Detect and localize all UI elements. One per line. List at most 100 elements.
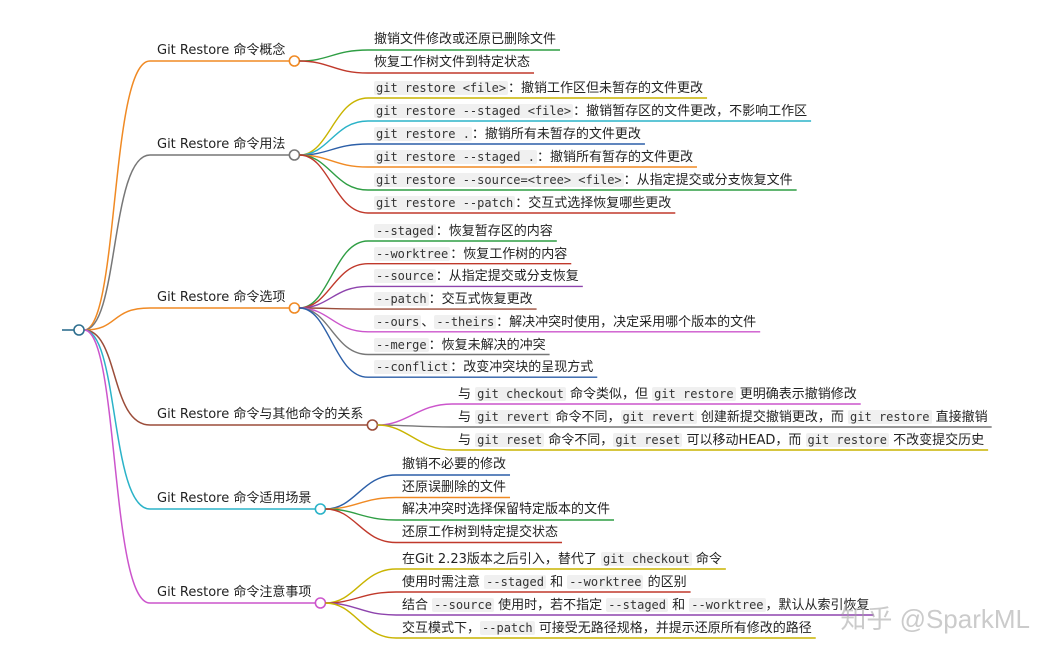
- inline-code: --source: [432, 598, 494, 612]
- leaf-item[interactable]: git restore --staged <file>：撤销暂存区的文件更改，不…: [374, 102, 807, 121]
- inline-code: git restore --patch: [374, 196, 516, 210]
- text-fragment: 恢复工作树文件到特定状态: [374, 55, 531, 70]
- text-fragment: ：恢复暂存区的内容: [435, 224, 553, 239]
- inline-code: git checkout: [475, 387, 566, 401]
- text-fragment: 的区别: [643, 575, 687, 590]
- text-fragment: 结合: [402, 598, 433, 613]
- text-fragment: ：改变冲突块的呈现方式: [450, 360, 594, 376]
- text-fragment: 直接撤销: [931, 410, 988, 425]
- leaf-item[interactable]: --conflict：改变冲突块的呈现方式: [374, 358, 593, 377]
- inline-code: --worktree: [374, 246, 451, 261]
- text-fragment: 解决冲突时选择保留特定版本的文件: [402, 502, 611, 517]
- inline-code: --theirs: [434, 314, 497, 329]
- text-fragment: 可以移动HEAD，而: [682, 433, 806, 448]
- inline-code: git restore .: [374, 127, 472, 141]
- text-fragment: ：交互式恢复更改: [428, 292, 533, 308]
- leaf-item[interactable]: --worktree：恢复工作树的内容: [374, 245, 567, 264]
- text-fragment: ：交互式选择恢复哪些更改: [515, 196, 672, 211]
- text-fragment: 交互模式下，: [402, 621, 481, 636]
- leaf-item[interactable]: 还原误删除的文件: [402, 479, 506, 497]
- text-fragment: 与: [458, 387, 476, 402]
- leaf-item[interactable]: 在Git 2.23版本之后引入，替代了 git checkout 命令: [402, 550, 722, 569]
- inline-code: --staged: [484, 575, 546, 589]
- leaf-item[interactable]: --merge：恢复未解决的冲突: [374, 336, 546, 355]
- leaf-item[interactable]: --staged：恢复暂存区的内容: [374, 222, 553, 241]
- branch-node-toggle[interactable]: [314, 597, 327, 609]
- text-fragment: 创建新提交撤销更改，而: [696, 410, 849, 425]
- text-fragment: 更明确表示撤销修改: [735, 387, 857, 402]
- inline-code: --staged: [374, 224, 436, 238]
- watermark: 知乎 @SparkML: [840, 604, 1030, 634]
- leaf-item[interactable]: 与 git checkout 命令类似，但 git restore 更明确表示撤…: [458, 385, 857, 404]
- leaf-item[interactable]: 使用时需注意 --staged 和 --worktree 的区别: [402, 573, 687, 592]
- leaf-item[interactable]: 还原工作树到特定提交状态: [402, 524, 558, 542]
- leaf-item[interactable]: 撤销不必要的修改: [402, 456, 506, 474]
- inline-code: git revert: [620, 410, 697, 424]
- text-fragment: 与: [458, 433, 476, 448]
- root-node-toggle[interactable]: [73, 324, 85, 336]
- inline-code: git restore: [805, 433, 889, 447]
- text-fragment: ：恢复未解决的冲突: [428, 337, 546, 353]
- leaf-item[interactable]: 恢复工作树文件到特定状态: [374, 54, 530, 72]
- text-fragment: 还原误删除的文件: [402, 479, 507, 495]
- text-fragment: 、: [421, 314, 435, 330]
- inline-code: git reset: [475, 433, 545, 447]
- branch-label[interactable]: Git Restore 命令注意事项: [157, 585, 312, 600]
- inline-code: git restore --source=<tree> <file>: [374, 173, 624, 187]
- branch-node-toggle[interactable]: [314, 503, 327, 515]
- text-fragment: ：撤销所有暂存的文件更改: [536, 150, 693, 165]
- text-fragment: 在Git 2.23版本之后引入，替代了: [402, 552, 601, 567]
- branch-label[interactable]: Git Restore 命令用法: [157, 137, 286, 152]
- branch-node-toggle[interactable]: [288, 149, 301, 161]
- leaf-item[interactable]: 与 git revert 命令不同，git revert 创建新提交撤销更改，而…: [458, 408, 988, 427]
- text-fragment: 与: [458, 410, 476, 425]
- text-fragment: ：恢复工作树的内容: [450, 246, 568, 262]
- branch-label[interactable]: Git Restore 命令概念: [157, 43, 286, 58]
- text-fragment: 命令不同，: [544, 433, 614, 448]
- text-fragment: 撤销文件修改或还原已删除文件: [374, 32, 557, 47]
- inline-code: git restore: [652, 387, 736, 401]
- text-fragment: ：从指定提交或分支恢复: [435, 269, 579, 285]
- text-fragment: ：撤销暂存区的文件更改，不影响工作区: [573, 104, 808, 119]
- inline-code: git restore --staged .: [374, 150, 537, 164]
- leaf-item[interactable]: 交互模式下，--patch 可接受无路径规格，并提示还原所有修改的路径: [402, 619, 812, 638]
- leaf-item[interactable]: git restore .：撤销所有未暂存的文件更改: [374, 125, 641, 144]
- text-fragment: 和: [545, 575, 568, 590]
- text-fragment: 使用时，若不指定: [493, 598, 607, 613]
- leaf-item[interactable]: git restore --staged .：撤销所有暂存的文件更改: [374, 148, 693, 167]
- text-fragment: 命令类似，但: [565, 387, 653, 402]
- inline-code: --merge: [374, 337, 429, 352]
- leaf-item[interactable]: git restore <file>：撤销工作区但未暂存的文件更改: [374, 79, 703, 98]
- text-fragment: 撤销不必要的修改: [402, 457, 507, 472]
- branch-label[interactable]: Git Restore 命令适用场景: [157, 491, 312, 506]
- leaf-item[interactable]: 与 git reset 命令不同，git reset 可以移动HEAD，而 gi…: [458, 431, 984, 450]
- text-fragment: ：撤销工作区但未暂存的文件更改: [508, 81, 704, 96]
- leaf-item[interactable]: --patch：交互式恢复更改: [374, 290, 533, 309]
- leaf-item[interactable]: --ours、--theirs：解决冲突时使用，决定采用哪个版本的文件: [374, 313, 756, 332]
- inline-code: git checkout: [601, 552, 692, 566]
- inline-code: git restore --staged <file>: [374, 104, 574, 118]
- leaf-item[interactable]: 解决冲突时选择保留特定版本的文件: [402, 501, 610, 519]
- text-fragment: 还原工作树到特定提交状态: [402, 524, 559, 540]
- branch-node-toggle[interactable]: [288, 55, 301, 67]
- branch-node-toggle[interactable]: [366, 419, 379, 431]
- inline-code: --patch: [480, 621, 535, 635]
- branch-label[interactable]: Git Restore 命令选项: [157, 290, 286, 305]
- inline-code: --ours: [374, 314, 422, 329]
- leaf-item[interactable]: 撤销文件修改或还原已删除文件: [374, 31, 556, 49]
- leaf-item[interactable]: git restore --source=<tree> <file>：从指定提交…: [374, 171, 793, 190]
- text-fragment: 命令不同，: [551, 410, 621, 425]
- inline-code: git reset: [613, 433, 683, 447]
- leaf-item[interactable]: git restore --patch：交互式选择恢复哪些更改: [374, 194, 671, 213]
- text-fragment: ，默认从索引恢复: [765, 598, 870, 613]
- leaf-item[interactable]: --source：从指定提交或分支恢复: [374, 267, 579, 286]
- inline-code: --worktree: [689, 598, 766, 612]
- branch-node-toggle[interactable]: [288, 302, 301, 314]
- inline-code: --source: [374, 269, 436, 284]
- text-fragment: 使用时需注意: [402, 575, 485, 590]
- text-fragment: ：撤销所有未暂存的文件更改: [471, 127, 641, 142]
- inline-code: git restore: [848, 410, 932, 424]
- leaf-item[interactable]: 结合 --source 使用时，若不指定 --staged 和 --worktr…: [402, 596, 870, 615]
- branch-label[interactable]: Git Restore 命令与其他命令的关系: [157, 407, 364, 422]
- inline-code: git revert: [475, 410, 552, 424]
